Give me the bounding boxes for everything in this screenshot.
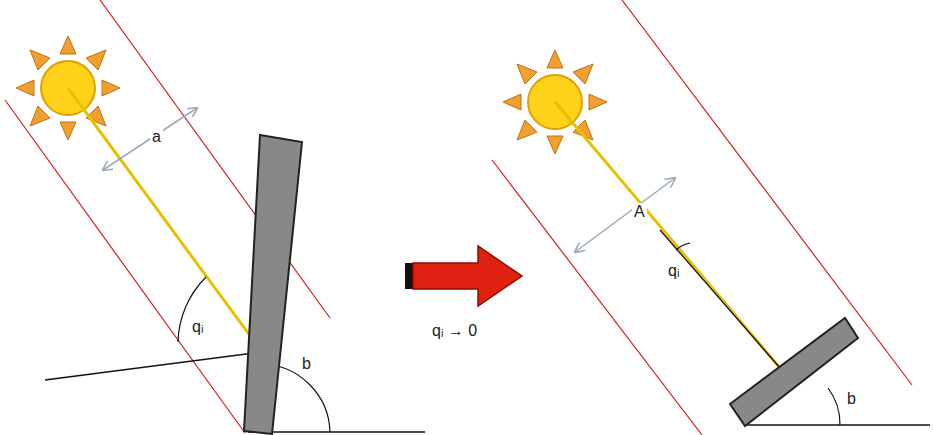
angle-label: qᵢ [190,318,205,336]
angle-label: qᵢ [666,262,681,280]
dimension-label: a [150,128,163,146]
right-figure [492,0,930,435]
transition-arrow [405,246,522,306]
dimension-label: A [632,203,647,221]
angle-label: b [845,390,858,408]
left-figure [5,0,425,434]
angle-label: b [300,355,313,373]
transition-label: qᵢ → 0 [430,322,479,340]
